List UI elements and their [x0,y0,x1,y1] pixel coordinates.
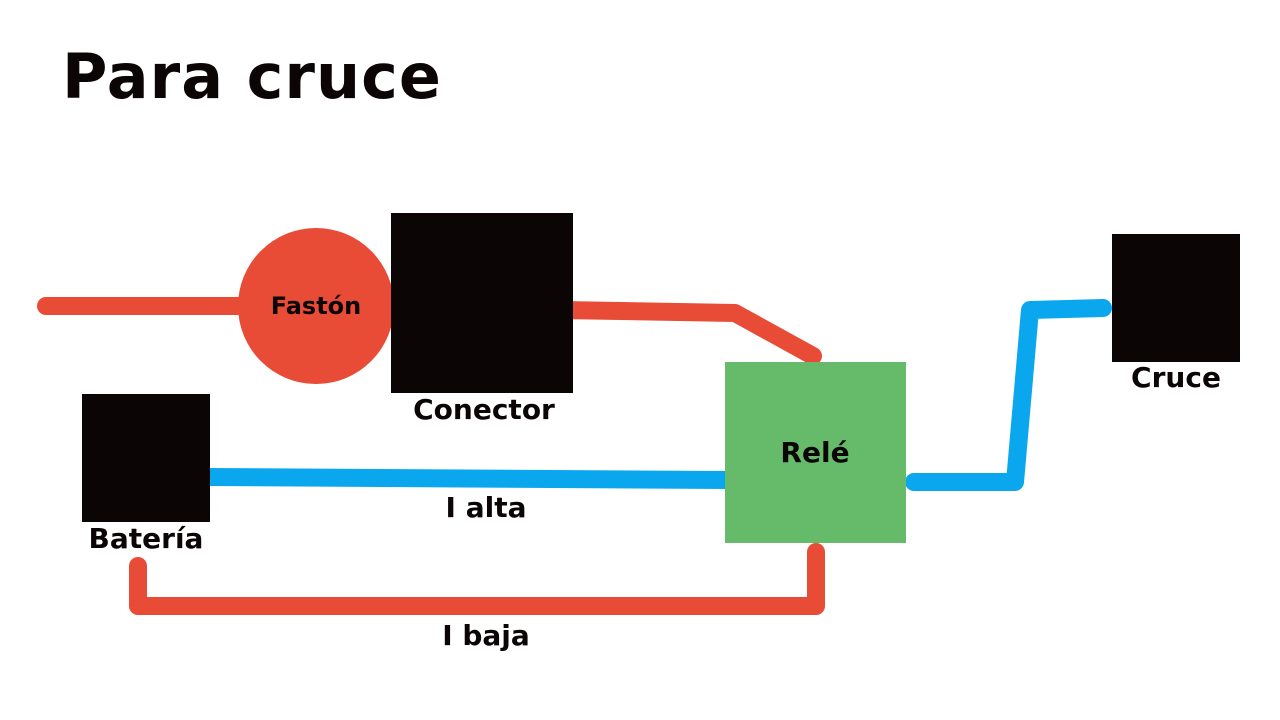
cruce-label: Cruce [1131,361,1221,394]
blue-wire-i-alta [207,468,729,489]
faston-label: Fastón [270,292,362,320]
red-wire-conector-rele [551,301,822,365]
i-baja-label: I baja [442,619,530,652]
cruce-block [1112,234,1240,362]
blue-wire-rele-cruce [905,299,1112,491]
faston-node [238,228,394,384]
bateria-label: Batería [88,522,204,555]
conector-label: Conector [413,393,555,426]
rele-label: Relé [780,436,850,469]
bateria-block [82,394,210,522]
red-wire-i-baja [129,543,825,615]
rele-block [725,362,906,543]
i-alta-label: I alta [445,491,527,524]
conector-block [391,213,573,393]
page-title: Para cruce [62,40,442,113]
